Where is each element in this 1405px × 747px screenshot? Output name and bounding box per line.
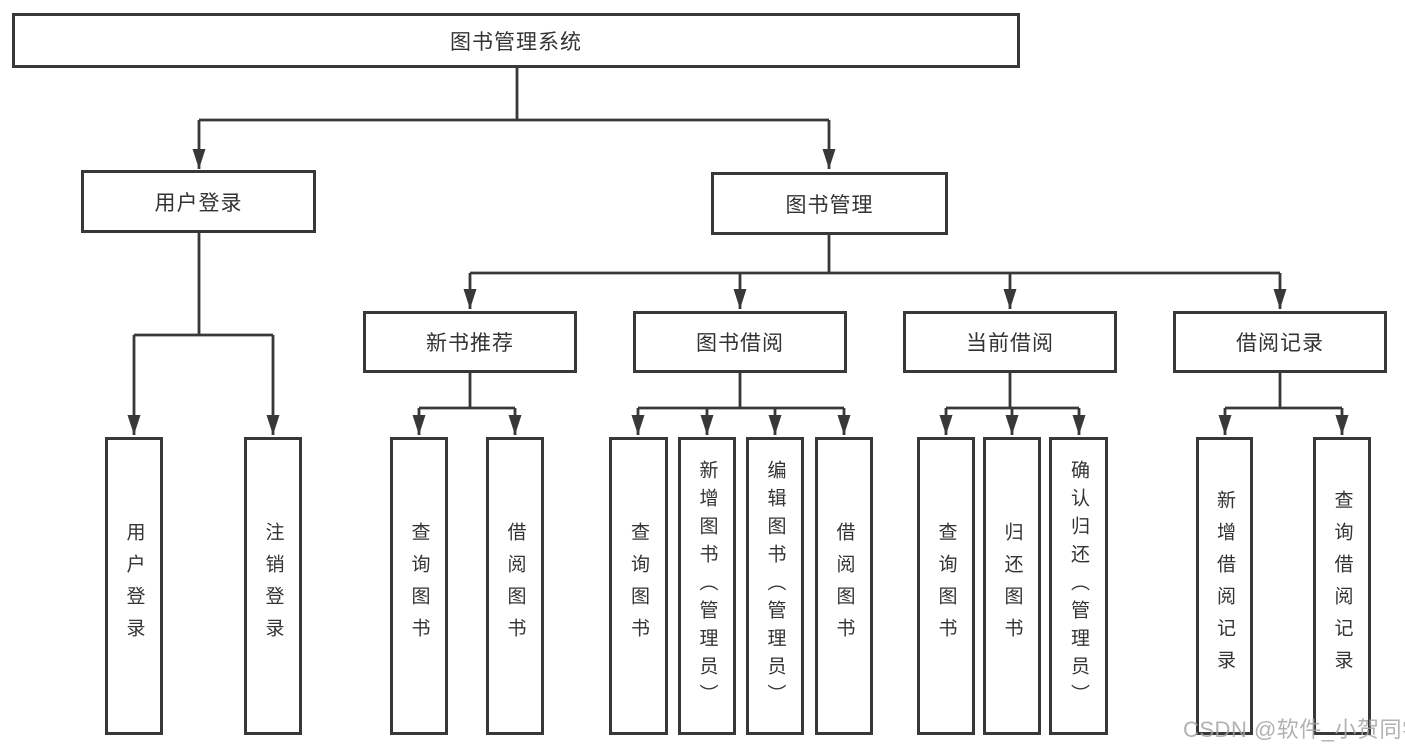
- node-new-book-recommend: 新书推荐: [363, 311, 577, 373]
- leaf-add-books-admin: 新增图书（管理员）: [678, 437, 736, 735]
- leaf-query-books-recommend: 查询图书: [390, 437, 448, 735]
- leaf-label: 注销登录: [262, 522, 284, 650]
- watermark: CSDN @软件_小贺同学: [1183, 717, 1405, 742]
- node-library-system: 图书管理系统: [12, 13, 1020, 68]
- leaf-query-borrow-record: 查询借阅记录: [1313, 437, 1371, 735]
- leaf-borrow-books: 借阅图书: [815, 437, 873, 735]
- leaf-edit-books-admin: 编辑图书（管理员）: [746, 437, 804, 735]
- leaf-label: 查询借阅记录: [1331, 490, 1353, 682]
- node-book-borrowing: 图书借阅: [633, 311, 847, 373]
- leaf-label: 新增借阅记录: [1214, 490, 1235, 682]
- leaf-confirm-return-admin: 确认归还（管理员）: [1049, 437, 1108, 735]
- leaf-label: 借阅图书: [504, 522, 526, 650]
- node-current-borrowing: 当前借阅: [903, 311, 1117, 373]
- leaf-label: 查询图书: [935, 522, 957, 650]
- node-label: 借阅记录: [1236, 332, 1324, 355]
- leaf-borrow-books-recommend: 借阅图书: [486, 437, 544, 735]
- leaf-label: 借阅图书: [833, 522, 855, 650]
- node-label: 图书管理: [785, 193, 874, 217]
- leaf-label: 确认归还（管理员）: [1068, 460, 1089, 712]
- node-label: 新书推荐: [426, 332, 514, 355]
- leaf-return-books: 归还图书: [983, 437, 1041, 735]
- leaf-logout: 注销登录: [244, 437, 302, 735]
- leaf-add-borrow-record: 新增借阅记录: [1196, 437, 1253, 735]
- leaf-label: 归还图书: [1001, 522, 1023, 650]
- leaf-user-login: 用户登录: [105, 437, 163, 735]
- node-label: 图书借阅: [696, 332, 784, 355]
- leaf-label: 编辑图书（管理员）: [764, 460, 786, 712]
- node-book-management: 图书管理: [711, 172, 948, 235]
- leaf-label: 查询图书: [628, 522, 649, 650]
- node-user-login: 用户登录: [81, 170, 316, 233]
- leaf-label: 查询图书: [408, 522, 430, 650]
- leaf-label: 用户登录: [123, 522, 145, 650]
- node-label: 当前借阅: [966, 332, 1054, 355]
- node-borrow-records: 借阅记录: [1173, 311, 1387, 373]
- node-label: 图书管理系统: [450, 30, 582, 54]
- leaf-query-books-borrowing: 查询图书: [609, 437, 668, 735]
- leaf-label: 新增图书（管理员）: [696, 460, 718, 712]
- leaf-query-books-current: 查询图书: [917, 437, 975, 735]
- node-label: 用户登录: [154, 191, 243, 215]
